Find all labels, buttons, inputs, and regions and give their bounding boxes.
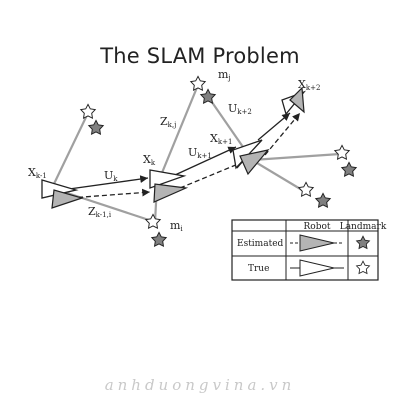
- label-x-k-sub: k: [151, 159, 156, 167]
- obs-line-kp1-right: [251, 152, 341, 162]
- estimated-path-seg-3: [264, 112, 301, 156]
- legend-true-robot: [299, 259, 335, 277]
- label-u-kp1: Uk+1: [188, 146, 212, 160]
- estimated-landmark-lower: [315, 192, 331, 208]
- label-x-kp2-sub: k+2: [306, 84, 321, 92]
- label-z-kj: Zk,j: [160, 115, 176, 129]
- legend-col-landmark: Landmark: [340, 222, 387, 232]
- obs-line-k-mj: [155, 84, 200, 186]
- label-m-j-main: m: [218, 68, 229, 81]
- label-m-i: mi: [170, 219, 183, 233]
- true-path: [61, 112, 291, 191]
- label-x-kp1: Xk+1: [210, 132, 232, 146]
- true-path-seg-2: [174, 146, 237, 176]
- diagram-title: The SLAM Problem: [100, 44, 300, 68]
- label-m-i-main: m: [170, 219, 181, 232]
- label-m-i-sub: i: [180, 225, 183, 233]
- label-x-kp2-main: X: [298, 78, 306, 91]
- estimated-path: [69, 112, 301, 199]
- true-landmark-mi: [145, 213, 161, 229]
- estimated-robot-km1: [51, 189, 85, 209]
- estimated-path-seg-1: [69, 188, 151, 199]
- true-path-seg-1: [61, 175, 149, 191]
- estimated-robot-poses: [51, 86, 305, 209]
- label-u-kp2-sub: k+2: [237, 108, 252, 116]
- label-u-k: Uk: [104, 169, 118, 183]
- estimated-robot-kp1: [239, 149, 270, 176]
- label-u-k-sub: k: [113, 175, 118, 183]
- label-u-kp1-sub: k+1: [197, 152, 212, 160]
- label-x-kp2: Xk+2: [298, 78, 320, 92]
- true-landmarks: [80, 75, 350, 229]
- label-x-km1-sub: k-1: [36, 172, 47, 180]
- label-x-k: Xk: [143, 153, 156, 167]
- legend: Robot Landmark Estimated True: [231, 219, 387, 281]
- true-robot-k: [149, 169, 187, 189]
- label-x-km1-main: X: [28, 166, 36, 179]
- label-u-kp2-main: U: [228, 102, 237, 115]
- obs-line-km1-top: [51, 112, 89, 189]
- label-m-j: mj: [218, 68, 231, 82]
- estimated-landmark-mi: [151, 231, 167, 247]
- label-u-kp1-main: U: [188, 146, 197, 159]
- true-landmark-1: [80, 103, 96, 119]
- estimated-robot-k: [153, 183, 189, 203]
- true-landmark-right: [334, 144, 350, 160]
- true-path-seg-3: [257, 112, 291, 141]
- legend-estimated-robot: [299, 234, 335, 252]
- observation-lines: [51, 84, 341, 224]
- watermark: anhduongvina.vn: [104, 376, 296, 394]
- estimated-path-seg-2: [179, 161, 244, 189]
- label-z-kj-sub: k,j: [168, 121, 177, 129]
- label-x-km1: Xk-1: [28, 166, 47, 180]
- label-z-kj-main: Z: [160, 115, 168, 128]
- label-x-k-main: X: [143, 153, 151, 166]
- obs-line-kp1-lower: [251, 159, 303, 191]
- estimated-landmark-right: [341, 161, 357, 177]
- estimated-landmark-1: [88, 119, 104, 135]
- true-landmark-lower: [298, 181, 314, 197]
- legend-row-estimated: Estimated: [237, 239, 284, 249]
- label-m-j-sub: j: [227, 74, 230, 82]
- estimated-robot-kp2: [289, 86, 305, 114]
- label-z-km1i-sub: k-1,i: [96, 211, 112, 219]
- true-landmark-mj: [190, 75, 206, 91]
- legend-row-true: True: [248, 264, 269, 274]
- diagram-labels: Xk-1 Xk Xk+1 Xk+2 Uk Uk+1 Uk+2 Zk,j Zk-1…: [28, 68, 320, 233]
- label-z-km1i: Zk-1,i: [88, 205, 112, 219]
- label-u-k-main: U: [104, 169, 113, 182]
- label-z-km1i-main: Z: [88, 205, 96, 218]
- legend-col-robot: Robot: [304, 222, 331, 232]
- label-x-kp1-sub: k+1: [218, 138, 233, 146]
- label-u-kp2: Uk+2: [228, 102, 252, 116]
- estimated-landmark-mj: [200, 88, 216, 104]
- obs-line-km1-mi: [51, 186, 156, 224]
- label-x-kp1-main: X: [210, 132, 218, 145]
